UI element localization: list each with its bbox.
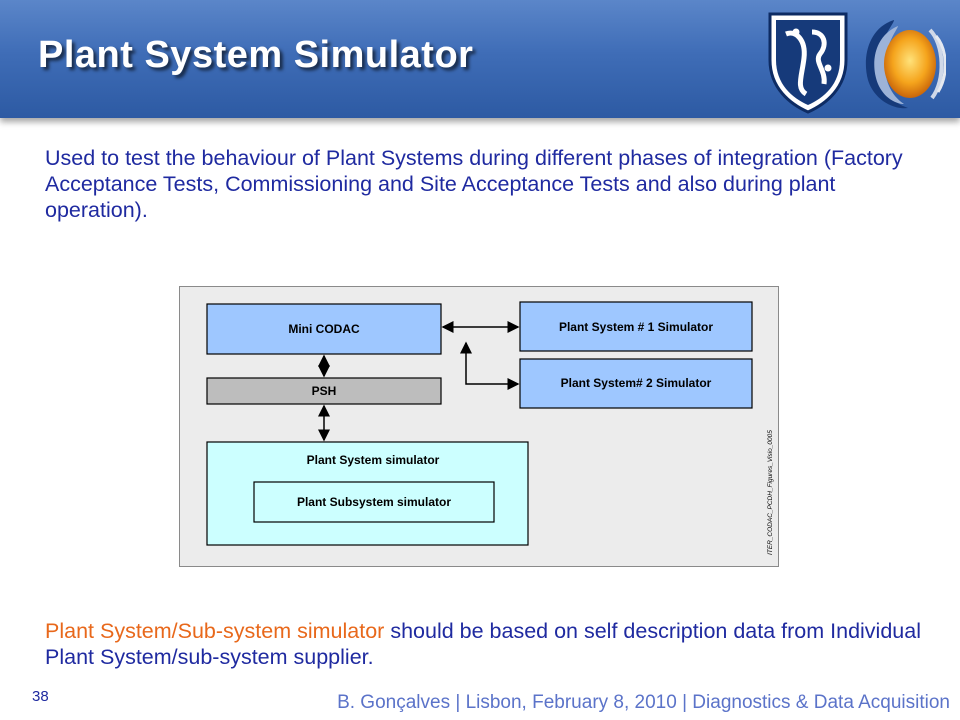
slide-title: Plant System Simulator	[38, 34, 474, 76]
psh-box	[206, 377, 442, 405]
ps-sim-label: Plant System simulator	[307, 453, 440, 467]
ps1-sim-label: Plant System # 1 Simulator	[559, 320, 713, 334]
codac-ps2-arrow	[460, 341, 520, 390]
diagram-watermark: ITER_CODAC_PCDH_Figures_Visio_0005	[767, 430, 774, 555]
bottom-paragraph-rest: should be based on self description data…	[45, 619, 921, 669]
psh-label: PSH	[312, 384, 337, 398]
footer-text: B. Gonçalves | Lisbon, February 8, 2010 …	[337, 692, 950, 713]
architecture-diagram: Mini CODAC PSH Plant System # 1 Simulato…	[179, 286, 779, 567]
slide-number: 38	[32, 688, 49, 705]
simulator-highlight: Plant System/Sub-system simulator	[45, 619, 385, 643]
body-paragraph: Used to test the behaviour of Plant Syst…	[45, 146, 903, 222]
pss-sim-label: Plant Subsystem simulator	[297, 495, 451, 509]
ist-logo	[768, 12, 848, 114]
ipfn-logo	[865, 20, 946, 109]
bottom-paragraph: Plant System/Sub-system simulator should…	[45, 618, 925, 670]
mini-codac-box	[206, 303, 442, 355]
ps2-sim-label: Plant System# 2 Simulator	[561, 376, 712, 390]
title-bar: Plant System Simulator	[0, 0, 960, 118]
ps1-sim-box	[519, 301, 753, 352]
ps2-sim-box	[519, 358, 753, 409]
pss-sim-box	[253, 481, 495, 523]
mini-codac-label: Mini CODAC	[288, 322, 360, 336]
